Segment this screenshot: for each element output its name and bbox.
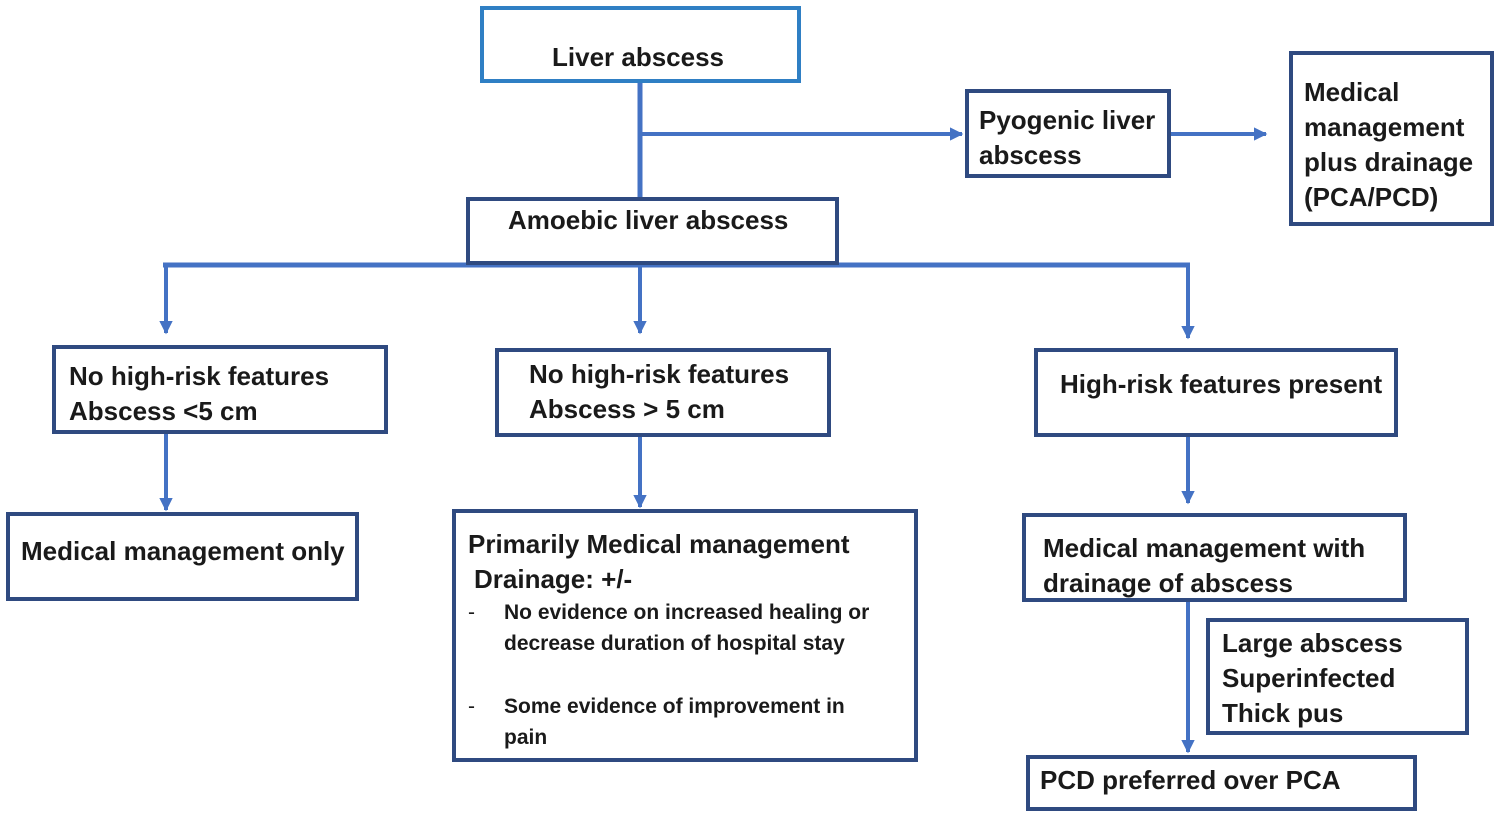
bullet-dash: - (468, 601, 475, 624)
evidence-item-1-line-2: decrease duration of hospital stay (504, 632, 845, 655)
node-pyogenic-management-line-3: plus drainage (1304, 147, 1474, 177)
node-amoebic-label: Amoebic liver abscess (508, 205, 789, 235)
node-primarily-medical-heading: Primarily Medical management (468, 529, 850, 559)
node-high-risk-label: High-risk features present (1060, 369, 1383, 399)
node-large-line-1: No high-risk features (529, 359, 790, 389)
evidence-item-1-line-1: No evidence on increased healing or (504, 601, 870, 624)
node-indications: Large abscess Superinfected Thick pus (1206, 618, 1469, 735)
node-medical-only-label: Medical management only (21, 536, 345, 566)
node-small-line-2: Abscess <5 cm (69, 396, 258, 426)
node-liver-abscess-label: Liver abscess (552, 42, 725, 72)
node-pyogenic-management-line-4: (PCA/PCD) (1304, 182, 1439, 212)
node-indication-line-3: Thick pus (1222, 698, 1344, 728)
evidence-item-2-line-2: pain (504, 726, 548, 749)
node-pyogenic-management-line-2: management (1304, 112, 1465, 142)
node-amoebic-liver-abscess: Amoebic liver abscess (466, 197, 839, 265)
node-pyogenic-liver-abscess: Pyogenic liver abscess (965, 89, 1171, 178)
node-medical-management-only: Medical management only (6, 512, 359, 601)
evidence-item: - Some evidence of improvement in pain (468, 691, 914, 753)
node-pyogenic-line-2: abscess (979, 140, 1082, 170)
node-pyogenic-management-line-1: Medical (1304, 77, 1400, 107)
node-pyogenic-line-1: Pyogenic liver (979, 105, 1156, 135)
node-no-high-risk-small: No high-risk features Abscess <5 cm (52, 345, 388, 434)
node-drainage-line-1: Medical management with (1043, 533, 1366, 563)
node-small-line-1: No high-risk features (69, 361, 330, 391)
node-pcd-preferred: PCD preferred over PCA (1026, 755, 1417, 811)
node-indication-line-1: Large abscess (1222, 628, 1403, 658)
node-liver-abscess: Liver abscess (480, 6, 801, 83)
node-pyogenic-management: Medical management plus drainage (PCA/PC… (1289, 51, 1494, 226)
evidence-item-2-line-1: Some evidence of improvement in (504, 695, 845, 718)
node-medical-with-drainage: Medical management with drainage of absc… (1022, 513, 1407, 602)
node-primarily-medical-drainage: Drainage: +/- (474, 564, 633, 594)
node-primarily-medical: Primarily Medical management Drainage: +… (452, 509, 918, 762)
node-drainage-line-2: drainage of abscess (1043, 568, 1293, 598)
node-high-risk-features: High-risk features present (1034, 348, 1398, 437)
bullet-dash: - (468, 695, 475, 718)
node-pcd-label: PCD preferred over PCA (1040, 765, 1341, 795)
node-large-line-2: Abscess > 5 cm (529, 394, 725, 424)
node-indication-line-2: Superinfected (1222, 663, 1396, 693)
evidence-list: - No evidence on increased healing or de… (468, 597, 914, 753)
evidence-item: - No evidence on increased healing or de… (468, 597, 914, 659)
node-no-high-risk-large: No high-risk features Abscess > 5 cm (495, 348, 831, 437)
